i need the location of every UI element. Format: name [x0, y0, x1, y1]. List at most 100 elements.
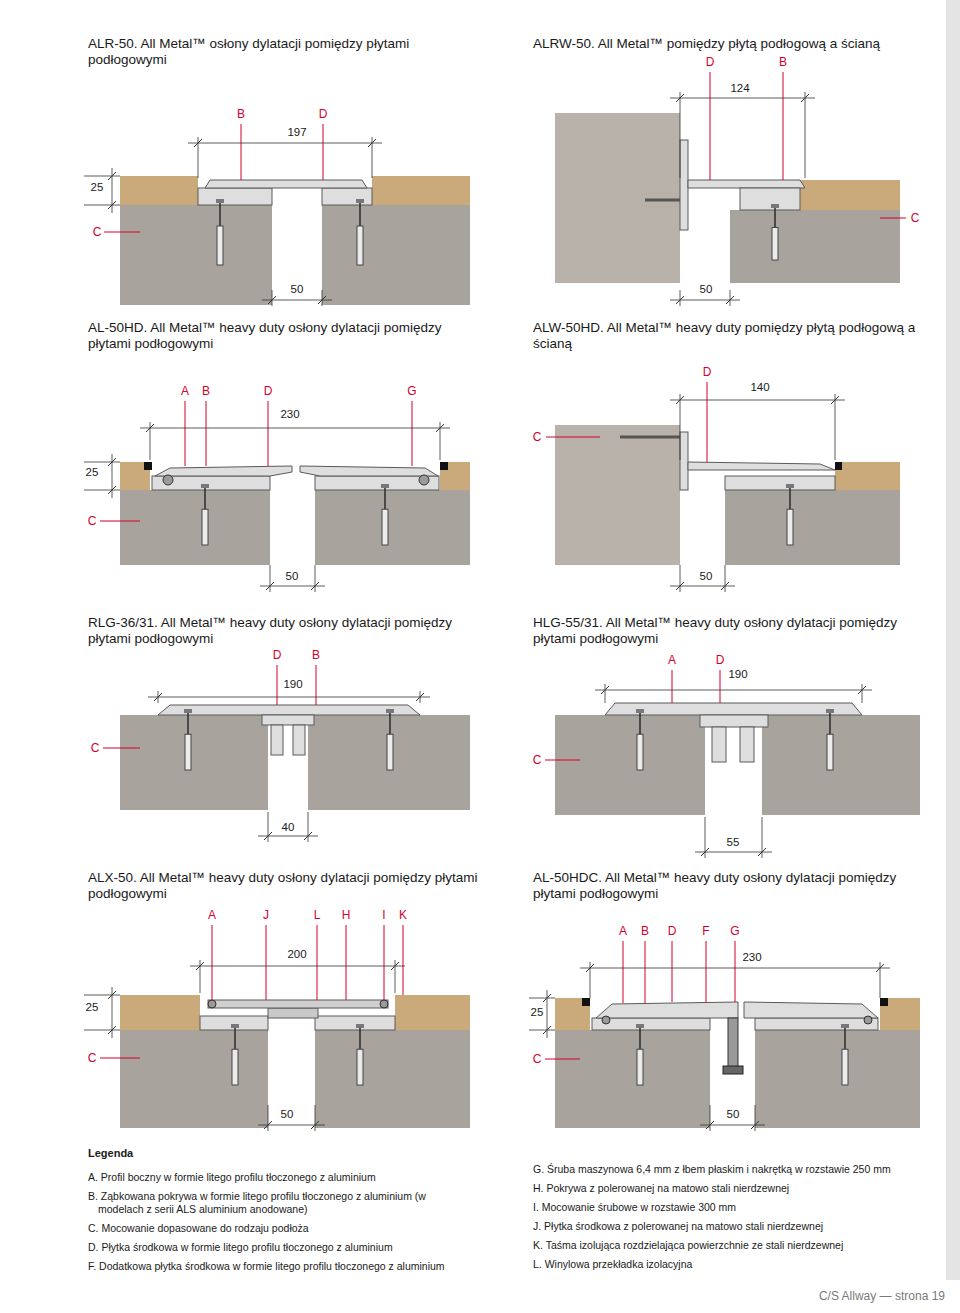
- bolt-head: [216, 199, 224, 203]
- anchor-sleeve: [842, 1049, 848, 1085]
- anchor-sleeve: [637, 1049, 643, 1085]
- dimension-line: [670, 400, 845, 401]
- extension-line: [158, 691, 159, 703]
- panel-title: HLG-55/31. All Metal™ heavy duty osłony …: [533, 615, 933, 647]
- leader-line: [212, 925, 213, 1000]
- panel-title: AL-50HDC. All Metal™ heavy duty osłony d…: [533, 870, 933, 902]
- floor-finish: [120, 176, 198, 205]
- legend-entry: C. Mocowanie dopasowane do rodzaju podło…: [88, 1222, 463, 1235]
- legend-entry: G. Śruba maszynowa 6,4 mm z łbem płaskim…: [533, 1163, 908, 1176]
- panel-title: ALRW-50. All Metal™ pomiędzy płytą podło…: [533, 36, 933, 52]
- legend-entry: J. Płytka środkowa z polerowanej na mato…: [533, 1220, 908, 1233]
- anchor-sleeve: [637, 734, 643, 770]
- centre-stem: [293, 725, 305, 755]
- centre-plate: [262, 715, 314, 725]
- legend-entry: F. Dodatkowa płytka środkowa w formie li…: [88, 1260, 463, 1273]
- concrete-slab: [555, 715, 705, 815]
- extension-line: [200, 960, 201, 993]
- legend-entry: B. Ząbkowana pokrywa w formie litego pro…: [88, 1190, 463, 1216]
- side-profile: [315, 1016, 395, 1030]
- dimension-value: 190: [283, 678, 302, 691]
- extension-line: [268, 812, 269, 842]
- extension-line: [440, 422, 441, 460]
- leader-line: [403, 925, 404, 995]
- leader-line: [735, 941, 736, 1002]
- leader-line: [710, 72, 711, 180]
- floor-finish: [440, 462, 470, 490]
- extension-line: [84, 462, 120, 463]
- side-profile: [322, 188, 372, 205]
- dimension-tick: [108, 486, 116, 494]
- extension-line: [322, 290, 323, 306]
- callout-letter: F: [702, 924, 709, 938]
- dimension-tick: [543, 994, 551, 1002]
- callout-letter: C: [533, 430, 542, 444]
- dimension-line: [595, 690, 872, 691]
- centre-plate: [700, 715, 768, 727]
- dimension-tick: [108, 991, 116, 999]
- dimension-tick: [108, 1026, 116, 1034]
- concrete-slab: [762, 715, 920, 815]
- dimension-value: 197: [287, 126, 306, 139]
- callout-letter: J: [263, 908, 269, 922]
- concrete-slab: [725, 490, 900, 565]
- bolt-head: [381, 484, 389, 488]
- machine-screw: [163, 475, 173, 485]
- screw: [864, 1016, 872, 1024]
- leader-line: [103, 748, 140, 749]
- panel-title: ALR-50. All Metal™ osłony dylatacji pomi…: [88, 36, 483, 68]
- callout-letter: G: [407, 384, 416, 398]
- page-edge-band: [946, 0, 960, 1280]
- screw: [380, 1000, 388, 1008]
- extension-line: [308, 812, 309, 842]
- bolt-head: [184, 709, 192, 713]
- extension-line: [680, 394, 681, 460]
- callout-letter: L: [314, 908, 321, 922]
- bolt-head: [231, 1024, 239, 1028]
- bolt-head: [201, 484, 209, 488]
- floor-finish: [120, 995, 200, 1030]
- dimension-value: 55: [727, 836, 740, 849]
- callout-letter: C: [88, 1051, 97, 1065]
- dimension-line: [580, 968, 890, 969]
- anchor-sleeve: [232, 1049, 238, 1085]
- leader-line: [316, 665, 317, 705]
- leader-line: [100, 1058, 140, 1059]
- centre-stem: [271, 725, 283, 755]
- dimension-tick: [108, 172, 116, 180]
- cover-plate: [688, 180, 805, 188]
- leader-line: [185, 401, 186, 466]
- wall: [555, 425, 680, 565]
- dimension-tick: [108, 458, 116, 466]
- extension-line: [150, 422, 151, 460]
- anchor-sleeve: [202, 509, 208, 545]
- bolt-head: [356, 199, 364, 203]
- centre-channel: [268, 1008, 318, 1018]
- dimension-line: [695, 852, 772, 853]
- wall-bolt: [645, 199, 680, 202]
- callout-letter: C: [88, 514, 97, 528]
- concrete-slab: [730, 210, 900, 283]
- cover-plate: [688, 462, 835, 470]
- wall-profile: [680, 432, 688, 490]
- callout-letter: D: [319, 107, 328, 121]
- callout-letter: G: [730, 924, 739, 938]
- extension-line: [730, 290, 731, 306]
- bolt-head: [771, 204, 779, 208]
- leader-line: [317, 925, 318, 1000]
- dimension-value: 190: [728, 668, 747, 681]
- extension-line: [315, 1105, 316, 1131]
- leader-line: [346, 925, 347, 1000]
- dimension-value: 124: [730, 82, 749, 95]
- side-profile: [198, 188, 272, 205]
- bolt-head: [636, 1024, 644, 1028]
- extension-line: [84, 995, 120, 996]
- callout-letter: A: [208, 908, 216, 922]
- leader-line: [545, 760, 580, 761]
- legend-heading: Legenda: [88, 1147, 133, 1160]
- dimension-line: [112, 454, 113, 498]
- legend-entry: I. Mocowanie śrubowe w rozstawie 300 mm: [533, 1201, 908, 1214]
- leader-line: [783, 72, 784, 180]
- concrete-slab: [315, 1030, 470, 1128]
